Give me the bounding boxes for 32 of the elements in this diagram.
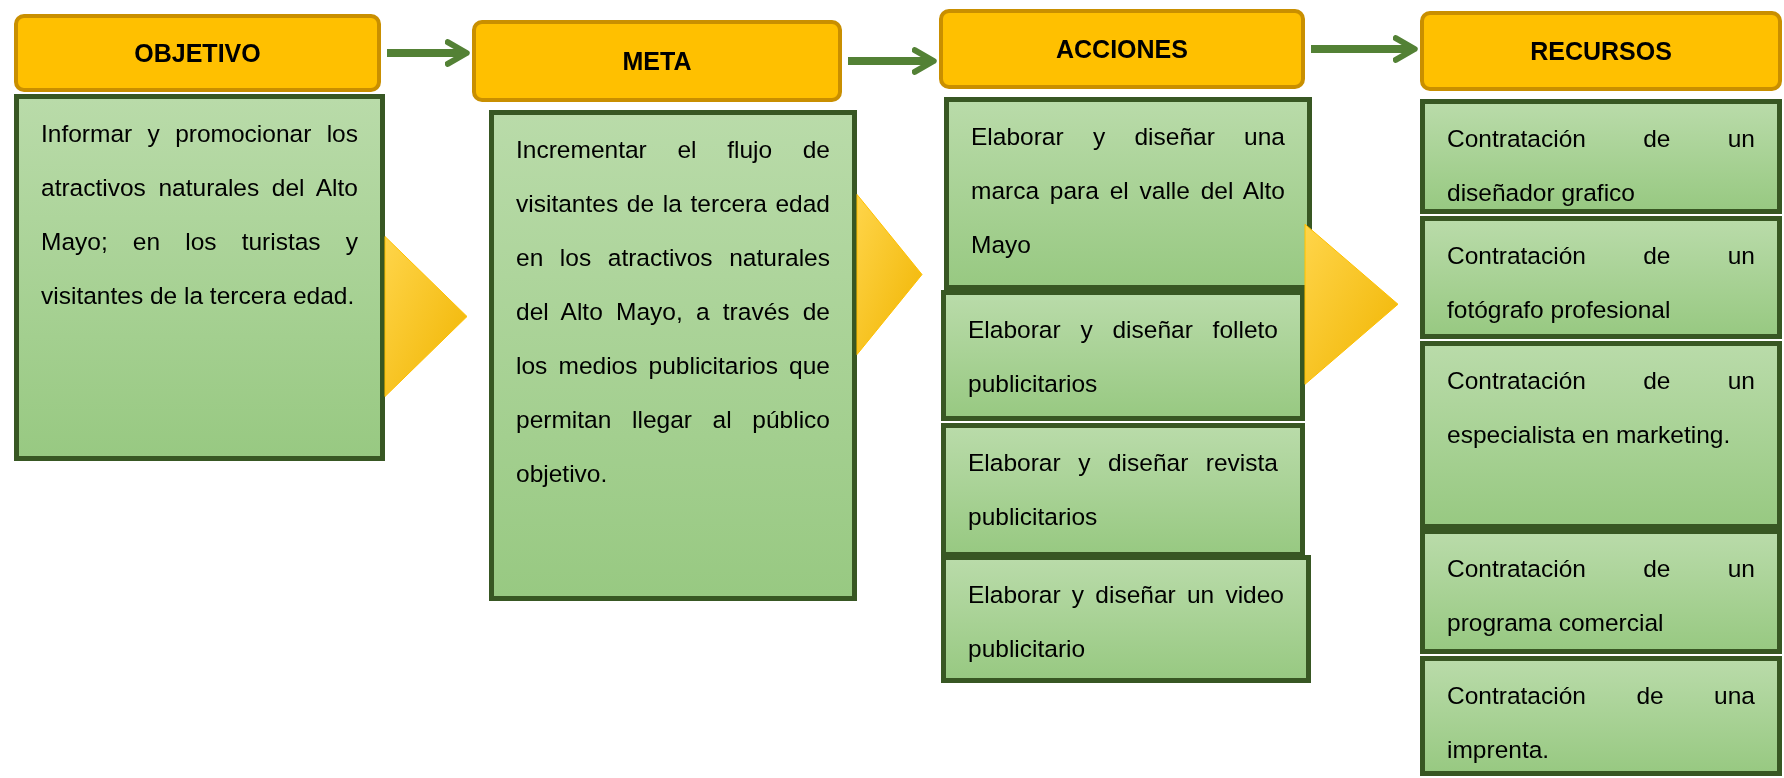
content-box xyxy=(1420,341,1782,529)
heading-text: OBJETIVO xyxy=(134,38,261,68)
header-tab xyxy=(1420,11,1782,91)
content-box xyxy=(944,97,1312,290)
heading-text: META xyxy=(622,46,692,76)
body-text: Informar y promocionar los atractivos naturales del Alto Mayo; en los turistas y visitantes de la tercera edad. xyxy=(41,119,358,311)
body-text: Contratación de un programa comercial xyxy=(1447,554,1755,638)
content-box xyxy=(1420,529,1782,654)
body-text: Elaborar y diseñar una marca para el valle del Alto Mayo xyxy=(971,122,1285,260)
body-text: Elaborar y diseñar un video publicitario xyxy=(968,580,1284,664)
header-tab xyxy=(939,9,1305,89)
content-box xyxy=(941,423,1305,557)
body-text: Contratación de un diseñador grafico xyxy=(1447,124,1755,208)
chevron-arrow xyxy=(1304,223,1399,385)
content-box xyxy=(14,94,385,461)
chevron-arrow xyxy=(384,236,468,397)
chevron-arrow xyxy=(856,194,923,355)
body-text: Incrementar el flujo de visitantes de la tercera edad en los atractivos naturales del Alto Mayo, a través de los medios publicitarios que permitan llegar al público objetivo. xyxy=(516,135,830,489)
heading-text: ACCIONES xyxy=(1056,34,1188,64)
body-text: Contratación de una imprenta. xyxy=(1447,681,1755,765)
body-text: Contratación de un especialista en marketing. xyxy=(1447,366,1755,450)
body-text: Elaborar y diseñar revista publicitarios xyxy=(968,448,1278,532)
content-box xyxy=(1420,656,1782,776)
header-tab xyxy=(14,14,381,92)
content-box xyxy=(1420,216,1782,339)
body-text: Contratación de un fotógrafo profesional xyxy=(1447,241,1755,325)
content-box xyxy=(489,110,857,601)
header-tab xyxy=(472,20,842,102)
content-box xyxy=(1420,99,1782,214)
body-text: Elaborar y diseñar folleto publicitarios xyxy=(968,315,1278,399)
heading-text: RECURSOS xyxy=(1530,36,1672,66)
content-box xyxy=(941,555,1311,683)
